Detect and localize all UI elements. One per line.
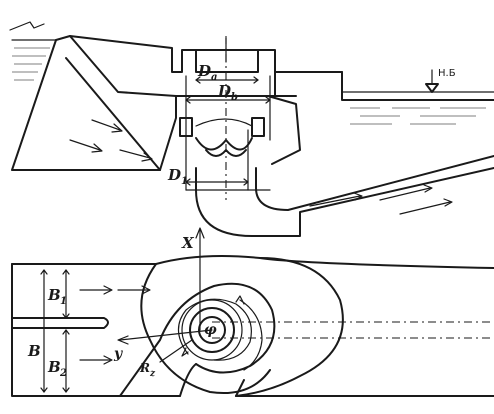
label-y-axis: y	[113, 346, 123, 362]
turbine-chamber	[159, 71, 494, 171]
label-x-axis: X	[181, 234, 195, 252]
label-db-sub: b	[231, 92, 238, 103]
b-dimensions	[40, 269, 70, 393]
rz-radius	[159, 339, 193, 363]
label-db: D	[217, 82, 231, 100]
label-da-sub: a	[211, 72, 217, 83]
plan-outline	[11, 255, 494, 397]
spiral-case	[119, 257, 344, 397]
draft-tube	[185, 155, 494, 237]
dimension-lines	[185, 36, 271, 200]
label-rz: R	[139, 361, 150, 375]
label-b2-sub: 2	[59, 368, 67, 379]
x-axis	[195, 227, 205, 331]
label-tailwater: Н.Б	[438, 68, 456, 79]
label-rz-sub: z	[149, 369, 156, 379]
y-axis	[117, 329, 213, 345]
label-d1-sub: 1	[181, 176, 188, 187]
intake-structure	[11, 35, 343, 171]
label-d1: D	[167, 166, 181, 184]
label-b: B	[27, 342, 41, 360]
label-phi: φ	[204, 322, 217, 338]
intake-pier	[11, 317, 109, 329]
label-b2: B	[47, 358, 61, 376]
label-b1: B	[47, 286, 61, 304]
intake-flow-arrows	[69, 119, 153, 162]
label-da: D	[197, 62, 211, 80]
label-b1-sub: 1	[60, 296, 67, 307]
headwater-water-hatch	[9, 21, 57, 81]
tailwater-level	[341, 69, 494, 125]
centre-lines	[212, 321, 490, 339]
